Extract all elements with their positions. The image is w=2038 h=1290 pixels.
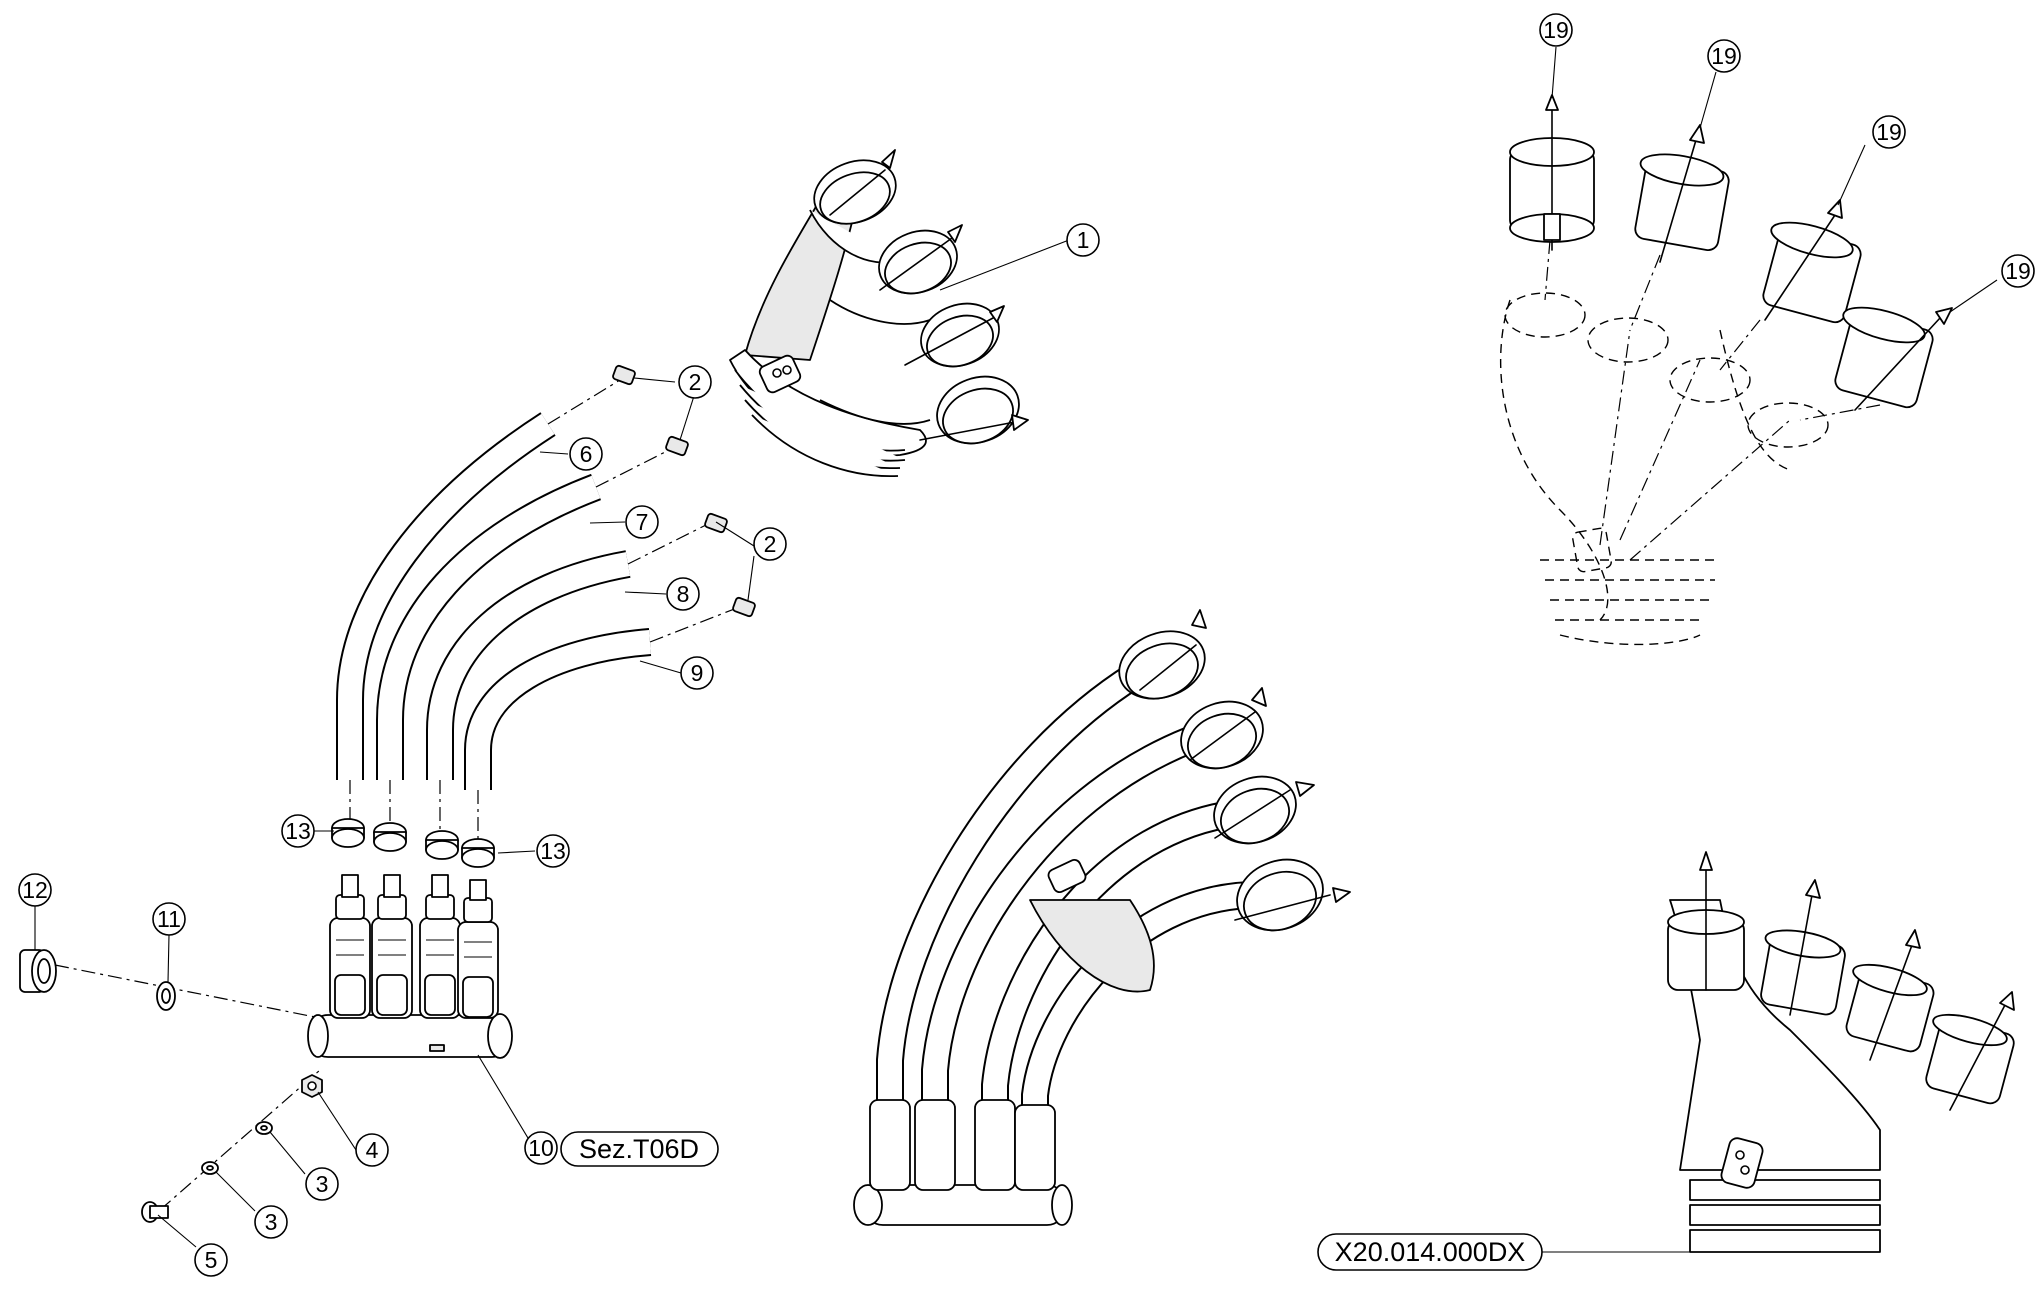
svg-text:6: 6 bbox=[580, 441, 593, 467]
callout-10: 10 bbox=[524, 1131, 558, 1165]
washer-part-3b bbox=[201, 1161, 219, 1175]
svg-text:4: 4 bbox=[366, 1137, 379, 1163]
end-cap-part-12 bbox=[19, 949, 57, 993]
callout-13b: 13 bbox=[536, 834, 570, 868]
svg-text:2: 2 bbox=[689, 369, 702, 395]
callout-12: 12 bbox=[18, 873, 52, 907]
svg-text:13: 13 bbox=[285, 818, 311, 844]
leader-lines bbox=[34, 46, 1998, 1253]
callout-11: 11 bbox=[152, 902, 186, 936]
callout-19c: 19 bbox=[1872, 115, 1906, 149]
hose-set bbox=[336, 412, 652, 790]
svg-text:13: 13 bbox=[540, 838, 566, 864]
callout-19b: 19 bbox=[1707, 39, 1741, 73]
assembly-axes bbox=[54, 379, 743, 1211]
callout-6: 6 bbox=[569, 437, 603, 471]
callout-1: 1 bbox=[1066, 223, 1100, 257]
svg-text:19: 19 bbox=[1711, 43, 1737, 69]
valve-manifold-part-10 bbox=[307, 874, 513, 1059]
callout-19d: 19 bbox=[2001, 254, 2035, 288]
svg-text:2: 2 bbox=[764, 531, 777, 557]
callout-2a: 2 bbox=[678, 365, 712, 399]
svg-text:8: 8 bbox=[677, 581, 690, 607]
callout-3a: 3 bbox=[305, 1167, 339, 1201]
svg-text:12: 12 bbox=[22, 877, 48, 903]
svg-text:19: 19 bbox=[2005, 258, 2031, 284]
callout-9: 9 bbox=[680, 656, 714, 690]
callout-8: 8 bbox=[666, 577, 700, 611]
svg-text:19: 19 bbox=[1543, 17, 1569, 43]
hose-clamps-part-13 bbox=[331, 818, 495, 868]
manifold-body-part-1 bbox=[729, 149, 1029, 478]
svg-text:9: 9 bbox=[691, 660, 704, 686]
callout-3b: 3 bbox=[254, 1205, 288, 1239]
exploded-view-right bbox=[1499, 94, 1953, 646]
svg-text:7: 7 bbox=[636, 509, 649, 535]
assembly-code-tag: X20.014.000DX bbox=[1317, 1233, 1543, 1271]
assembled-view-right bbox=[1667, 851, 2015, 1253]
svg-text:10: 10 bbox=[528, 1135, 554, 1161]
callout-13a: 13 bbox=[281, 814, 315, 848]
callout-5: 5 bbox=[194, 1243, 228, 1277]
callout-2b: 2 bbox=[753, 527, 787, 561]
callout-19a: 19 bbox=[1539, 13, 1573, 47]
svg-text:3: 3 bbox=[316, 1171, 329, 1197]
hose-clips-part-2 bbox=[612, 364, 756, 618]
washer-part-3a bbox=[255, 1121, 273, 1135]
nut-part-4 bbox=[301, 1074, 323, 1098]
svg-text:5: 5 bbox=[205, 1247, 218, 1273]
svg-text:19: 19 bbox=[1876, 119, 1902, 145]
svg-text:X20.014.000DX: X20.014.000DX bbox=[1335, 1237, 1526, 1267]
section-reference-tag: Sez.T06D bbox=[560, 1131, 719, 1167]
svg-text:1: 1 bbox=[1077, 227, 1090, 253]
assembled-view-center bbox=[853, 609, 1351, 1226]
screw-part-5 bbox=[141, 1201, 169, 1223]
svg-text:11: 11 bbox=[157, 906, 181, 932]
callout-7: 7 bbox=[625, 505, 659, 539]
washer-part-11 bbox=[156, 981, 176, 1011]
svg-text:3: 3 bbox=[265, 1209, 278, 1235]
callout-4: 4 bbox=[355, 1133, 389, 1167]
svg-text:Sez.T06D: Sez.T06D bbox=[579, 1134, 699, 1164]
